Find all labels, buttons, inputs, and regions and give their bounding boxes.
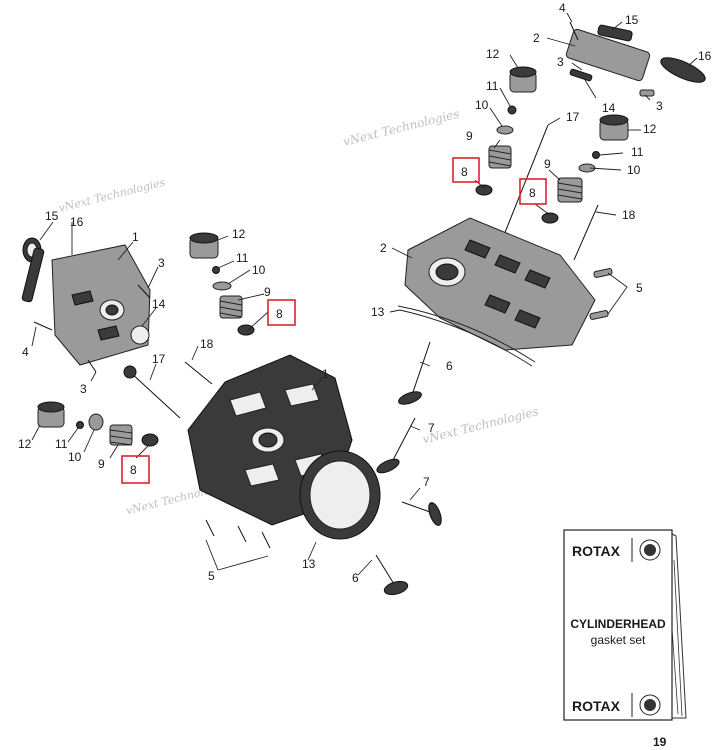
callout-11-mid: 11 [236, 251, 249, 265]
callout-11-bl: 11 [55, 437, 68, 451]
callout-19: 19 [653, 735, 667, 749]
callout-5-bottom: 5 [208, 569, 215, 583]
callout-3-tr2: 3 [656, 99, 663, 113]
callout-14-left: 14 [152, 297, 166, 311]
highlight-box-8-d [121, 455, 150, 484]
valves-right [375, 341, 442, 596]
card-brand-bottom: ROTAX [572, 698, 621, 714]
callout-9-mid: 9 [264, 285, 271, 299]
callout-17-tr: 17 [566, 110, 580, 124]
rocker-assembly-left [21, 237, 151, 373]
callout-4-left: 4 [22, 345, 29, 359]
highlight-box-8-b [519, 178, 547, 205]
callout-7-mid: 7 [428, 421, 435, 435]
callout-15-top: 15 [625, 13, 639, 27]
callout-12-bl: 12 [18, 437, 32, 451]
callout-13-mid: 13 [371, 305, 385, 319]
highlight-box-8-a [452, 157, 480, 183]
callout-18-mid: 18 [200, 337, 214, 351]
callout-10-tr: 10 [475, 98, 489, 112]
callout-12-tr2: 12 [643, 122, 657, 136]
callout-9-tr: 9 [466, 129, 473, 143]
rocker-assembly-top [565, 21, 706, 97]
callout-12-mid: 12 [232, 227, 246, 241]
callout-7-low: 7 [423, 475, 430, 489]
callout-18-tr: 18 [622, 208, 636, 222]
leader-lines [31, 12, 698, 576]
callout-5-right: 5 [636, 281, 643, 295]
callout-11-tr2: 11 [631, 145, 644, 159]
callout-9-tr2: 9 [544, 157, 551, 171]
callout-3-tr: 3 [557, 55, 564, 69]
cylinder-head-right [397, 217, 613, 367]
valve-train-bottom-left [37, 401, 159, 447]
callout-8-bl: 8 [130, 463, 137, 477]
highlight-boxes [121, 157, 547, 484]
callout-6-mid: 6 [446, 359, 453, 373]
callout-3-left: 3 [158, 256, 165, 270]
valve-train-upper-right [475, 66, 629, 261]
highlight-box-8-c [267, 299, 296, 326]
callout-1-mid: 1 [322, 367, 329, 381]
card-subtitle: gasket set [591, 633, 646, 647]
callout-14-tr: 14 [602, 101, 616, 115]
callout-15-left: 15 [45, 209, 59, 223]
callout-9-bl: 9 [98, 457, 105, 471]
callout-10-bl: 10 [68, 450, 82, 464]
callout-numbers: 4 15 2 16 12 3 11 14 3 10 17 12 9 11 8 9… [18, 1, 712, 585]
callout-4-top: 4 [559, 1, 566, 15]
watermark-4: vNext Technologies [421, 404, 540, 446]
card-brand-top: ROTAX [572, 543, 621, 559]
callout-3-left2: 3 [80, 382, 87, 396]
callout-17-mid: 17 [152, 352, 166, 366]
callout-6-bottom: 6 [352, 571, 359, 585]
callout-16-top: 16 [698, 49, 712, 63]
callout-8-tr1: 8 [461, 165, 468, 179]
callout-2-top: 2 [533, 31, 540, 45]
callout-10-mid: 10 [252, 263, 266, 277]
watermark-1: vNext Technologies [57, 176, 167, 215]
cylinder-head-left [187, 354, 381, 549]
callout-11-tr: 11 [486, 79, 499, 93]
callout-8-tr2: 8 [529, 186, 536, 200]
callout-1-left: 1 [132, 230, 139, 244]
callout-8-mid: 8 [276, 307, 283, 321]
callout-10-tr2: 10 [627, 163, 641, 177]
watermark-2: vNext Technologies [342, 107, 461, 149]
gasket-set-card: ROTAX CYLINDERHEAD gasket set ROTAX 19 [563, 529, 687, 749]
card-title: CYLINDERHEAD [570, 617, 666, 631]
callout-16-left: 16 [70, 215, 84, 229]
valve-train-middle [123, 232, 255, 419]
callout-2-mid: 2 [380, 241, 387, 255]
callout-12-tr: 12 [486, 47, 500, 61]
callout-13-bottom: 13 [302, 557, 316, 571]
